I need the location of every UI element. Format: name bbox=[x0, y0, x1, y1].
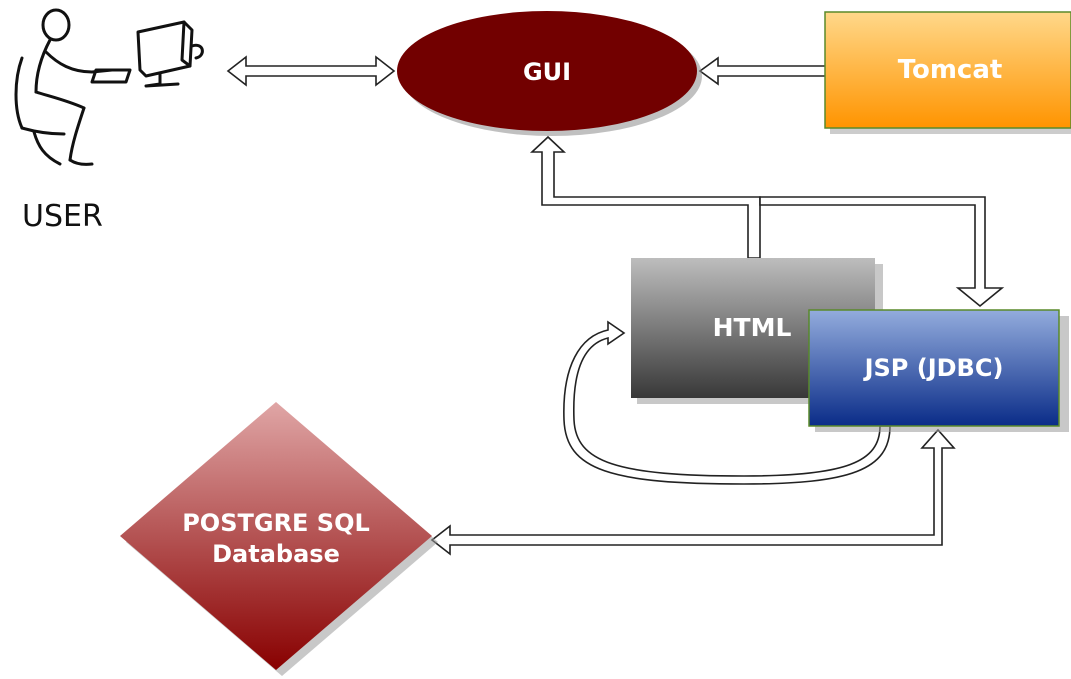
database-label-line2: Database bbox=[212, 540, 340, 568]
gui-node: GUI bbox=[397, 11, 702, 136]
user-figure-icon bbox=[14, 8, 204, 166]
html-gui-arrow bbox=[529, 135, 761, 259]
tomcat-node: Tomcat bbox=[824, 11, 1071, 134]
jsp-html-loop-arrow bbox=[563, 320, 891, 485]
gui-label: GUI bbox=[523, 58, 571, 86]
database-label-line1: POSTGRE SQL bbox=[182, 509, 370, 537]
gui-jsp-arrow bbox=[759, 196, 1005, 308]
tomcat-label: Tomcat bbox=[898, 55, 1003, 85]
jsp-label: JSP (JDBC) bbox=[863, 354, 1004, 382]
user-gui-double-arrow bbox=[226, 55, 396, 87]
user-label: USER bbox=[22, 199, 103, 234]
jsp-node: JSP (JDBC) bbox=[808, 309, 1069, 432]
tomcat-gui-arrow bbox=[698, 56, 827, 86]
database-node: POSTGRE SQL Database bbox=[120, 402, 438, 676]
html-label: HTML bbox=[713, 313, 792, 342]
